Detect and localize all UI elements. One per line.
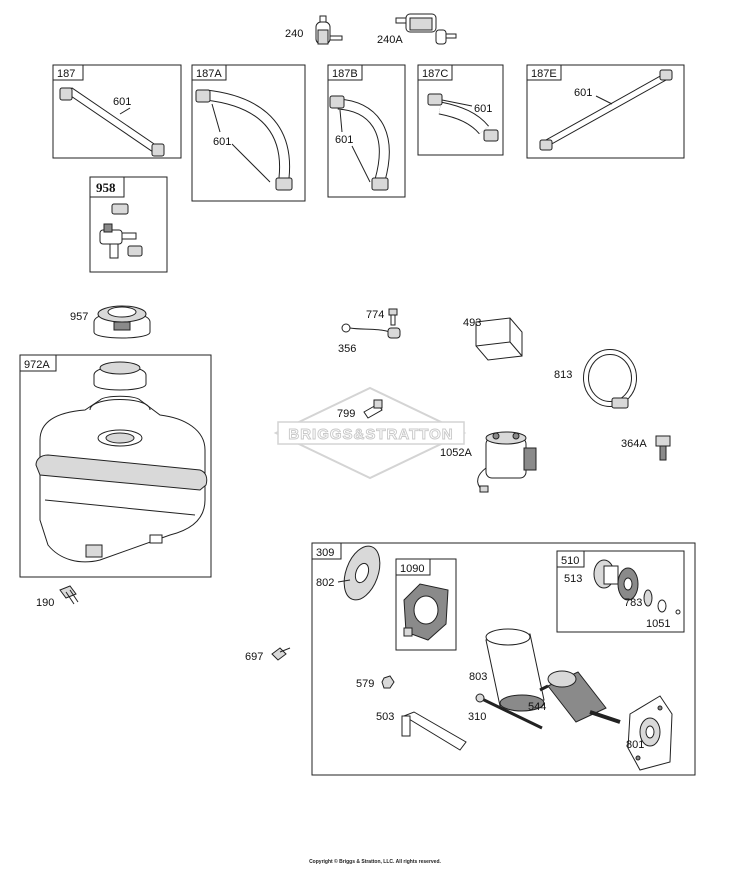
part-364A-sensor[interactable] [655, 435, 671, 461]
label-579: 579 [356, 678, 374, 690]
box-972A: 972A [19, 354, 212, 578]
copyright-notice: Copyright © Briggs & Stratton, LLC. All … [309, 859, 441, 865]
part-783-gear[interactable] [617, 567, 639, 601]
label-544: 544 [528, 701, 546, 713]
watermark-text: BRIGGS&STRATTON [288, 426, 453, 443]
label-601-box187B: 601 [335, 134, 353, 146]
part-513-drive-pinion[interactable] [593, 559, 619, 589]
box-187C: 187C 601 [417, 64, 504, 156]
part-493-bracket[interactable] [475, 317, 523, 361]
part-601-fuel-line-short[interactable] [427, 93, 499, 142]
label-957: 957 [70, 311, 88, 323]
box-1090: 1090 [395, 558, 457, 651]
box-label-187C: 187C [422, 68, 448, 80]
part-958-fuel-shutoff-valve[interactable] [99, 203, 143, 259]
box-187E: 187E 601 [526, 64, 685, 159]
label-774: 774 [366, 309, 384, 321]
label-601-box187A: 601 [213, 136, 231, 148]
briggs-stratton-watermark: BRIGGS&STRATTON [273, 386, 467, 480]
part-240A-fuel-filter[interactable] [395, 13, 457, 45]
part-774-screw[interactable] [388, 308, 398, 326]
part-697-screw[interactable] [271, 647, 291, 661]
label-601-box187E: 601 [574, 87, 592, 99]
box-label-309: 309 [316, 547, 334, 559]
box-label-958: 958 [96, 180, 116, 195]
label-1051: 1051 [646, 618, 670, 630]
part-783-spring[interactable] [643, 589, 681, 615]
label-364A: 364A [621, 438, 647, 450]
box-187A: 187A 601 [191, 64, 306, 202]
box-958: 958 [89, 176, 168, 273]
box-309: 309 802 1090 510 [311, 541, 696, 776]
part-601-fuel-line-elbow[interactable] [329, 95, 390, 191]
part-503-bracket[interactable] [401, 711, 467, 751]
label-697: 697 [245, 651, 263, 663]
label-1052A: 1052A [440, 447, 472, 459]
part-544-armature[interactable] [539, 670, 621, 724]
part-801-drive-end-plate[interactable] [627, 695, 673, 771]
box-187: 187 601 [52, 64, 182, 159]
label-310: 310 [468, 711, 486, 723]
label-802: 802 [316, 577, 334, 589]
box-label-1090: 1090 [400, 563, 424, 575]
part-310-through-bolt[interactable] [475, 693, 543, 730]
label-356: 356 [338, 343, 356, 355]
part-803-motor-housing[interactable] [485, 628, 545, 712]
label-601-box187: 601 [113, 96, 131, 108]
label-240A: 240A [377, 34, 403, 46]
part-799-stud[interactable] [363, 399, 383, 419]
part-190-screw[interactable] [59, 585, 79, 605]
label-803: 803 [469, 671, 487, 683]
box-label-187: 187 [57, 68, 75, 80]
part-579-nut[interactable] [381, 675, 395, 689]
label-190: 190 [36, 597, 54, 609]
label-493: 493 [463, 317, 481, 329]
label-240: 240 [285, 28, 303, 40]
box-187B: 187B 601 [327, 64, 406, 198]
label-813: 813 [554, 369, 572, 381]
part-601-fuel-line-curved[interactable] [195, 89, 293, 191]
box-label-510: 510 [561, 555, 579, 567]
part-802-end-cover[interactable] [337, 541, 386, 605]
label-801: 801 [626, 739, 644, 751]
label-503: 503 [376, 711, 394, 723]
box-label-187B: 187B [332, 68, 358, 80]
box-510: 510 513 783 1051 [556, 550, 685, 633]
part-240-fuel-filter[interactable] [315, 15, 343, 45]
part-1052A-starter-solenoid[interactable] [477, 431, 537, 493]
part-1090-brush-holder[interactable] [403, 583, 449, 641]
part-972A-fuel-tank[interactable] [35, 361, 208, 563]
label-601-box187C: 601 [474, 103, 492, 115]
box-label-187E: 187E [531, 68, 557, 80]
part-957-fuel-cap[interactable] [93, 305, 151, 339]
part-601-fuel-line-long[interactable] [539, 69, 673, 151]
label-783: 783 [624, 597, 642, 609]
box-label-972A: 972A [24, 359, 50, 371]
part-813-hose-clamp[interactable] [583, 349, 637, 409]
part-601-fuel-line-straight[interactable] [59, 87, 165, 157]
label-513: 513 [564, 573, 582, 585]
label-799: 799 [337, 408, 355, 420]
part-356-ground-wire[interactable] [341, 323, 401, 339]
box-label-187A: 187A [196, 68, 222, 80]
